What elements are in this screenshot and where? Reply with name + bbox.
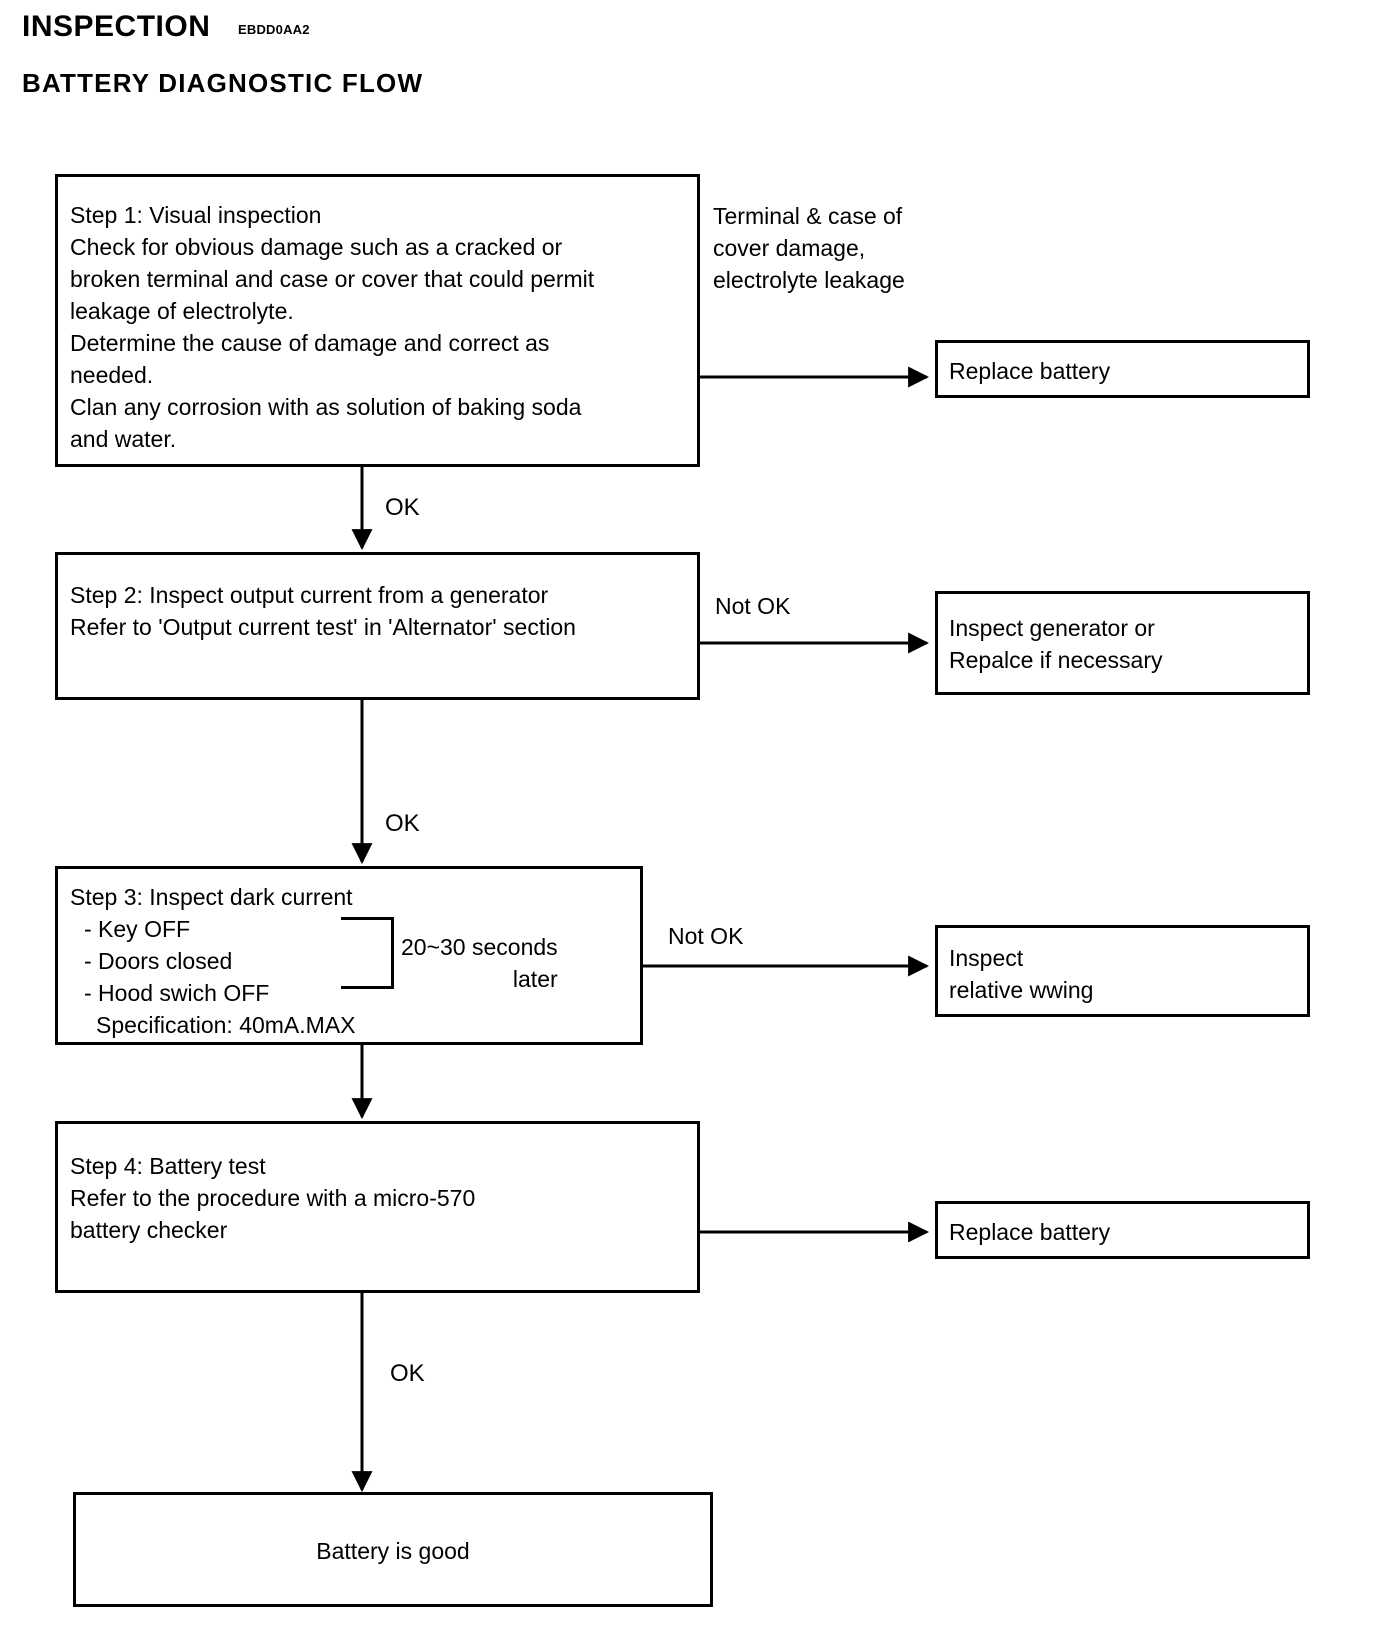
step-1-branch-note: Terminal & case of cover damage, electro… [713, 203, 905, 293]
step-3-bullet-2: - Doors closed [84, 948, 233, 974]
step-3-branch-target-box: Inspect relative wwing [935, 925, 1310, 1017]
step-3-bracket-note: 20~30 seconds later [401, 934, 558, 992]
result-box: Battery is good [73, 1492, 713, 1607]
step-3-spec: Specification: 40mA.MAX [96, 1012, 356, 1038]
step-3-group-bracket [341, 917, 394, 989]
step-1-next-label: OK [385, 494, 420, 521]
step-2-box: Step 2: Inspect output current from a ge… [55, 552, 700, 700]
step-4-branch-target-text: Replace battery [949, 1219, 1111, 1245]
step-3-bullet-3: - Hood swich OFF [84, 980, 270, 1006]
page-title: INSPECTION [22, 10, 211, 43]
step-2-branch-target-text: Inspect generator or Repalce if necessar… [949, 615, 1163, 673]
step-1-branch-target-box: Replace battery [935, 340, 1310, 398]
step-2-branch-target-box: Inspect generator or Repalce if necessar… [935, 591, 1310, 695]
step-4-text: Step 4: Battery test Refer to the proced… [70, 1153, 476, 1243]
step-3-box: Step 3: Inspect dark current - Key OFF -… [55, 866, 643, 1045]
step-3-branch-target-text: Inspect relative wwing [949, 945, 1094, 1003]
step-4-box: Step 4: Battery test Refer to the proced… [55, 1121, 700, 1293]
step-4-next-label: OK [390, 1360, 425, 1387]
step-3-branch-label: Not OK [668, 923, 744, 949]
step-2-text: Step 2: Inspect output current from a ge… [70, 582, 576, 640]
step-2-branch-label: Not OK [715, 593, 791, 619]
step-1-branch-target-text: Replace battery [949, 358, 1111, 384]
step-1-box: Step 1: Visual inspection Check for obvi… [55, 174, 700, 467]
document-code: EBDD0AA2 [238, 22, 310, 37]
step-3-title: Step 3: Inspect dark current [70, 884, 353, 910]
step-3-bullet-1: - Key OFF [84, 916, 191, 942]
step-4-branch-target-box: Replace battery [935, 1201, 1310, 1259]
page-subtitle: BATTERY DIAGNOSTIC FLOW [22, 68, 424, 98]
step-1-text: Step 1: Visual inspection Check for obvi… [70, 202, 595, 452]
step-2-next-label: OK [385, 810, 420, 837]
result-text: Battery is good [316, 1538, 470, 1564]
